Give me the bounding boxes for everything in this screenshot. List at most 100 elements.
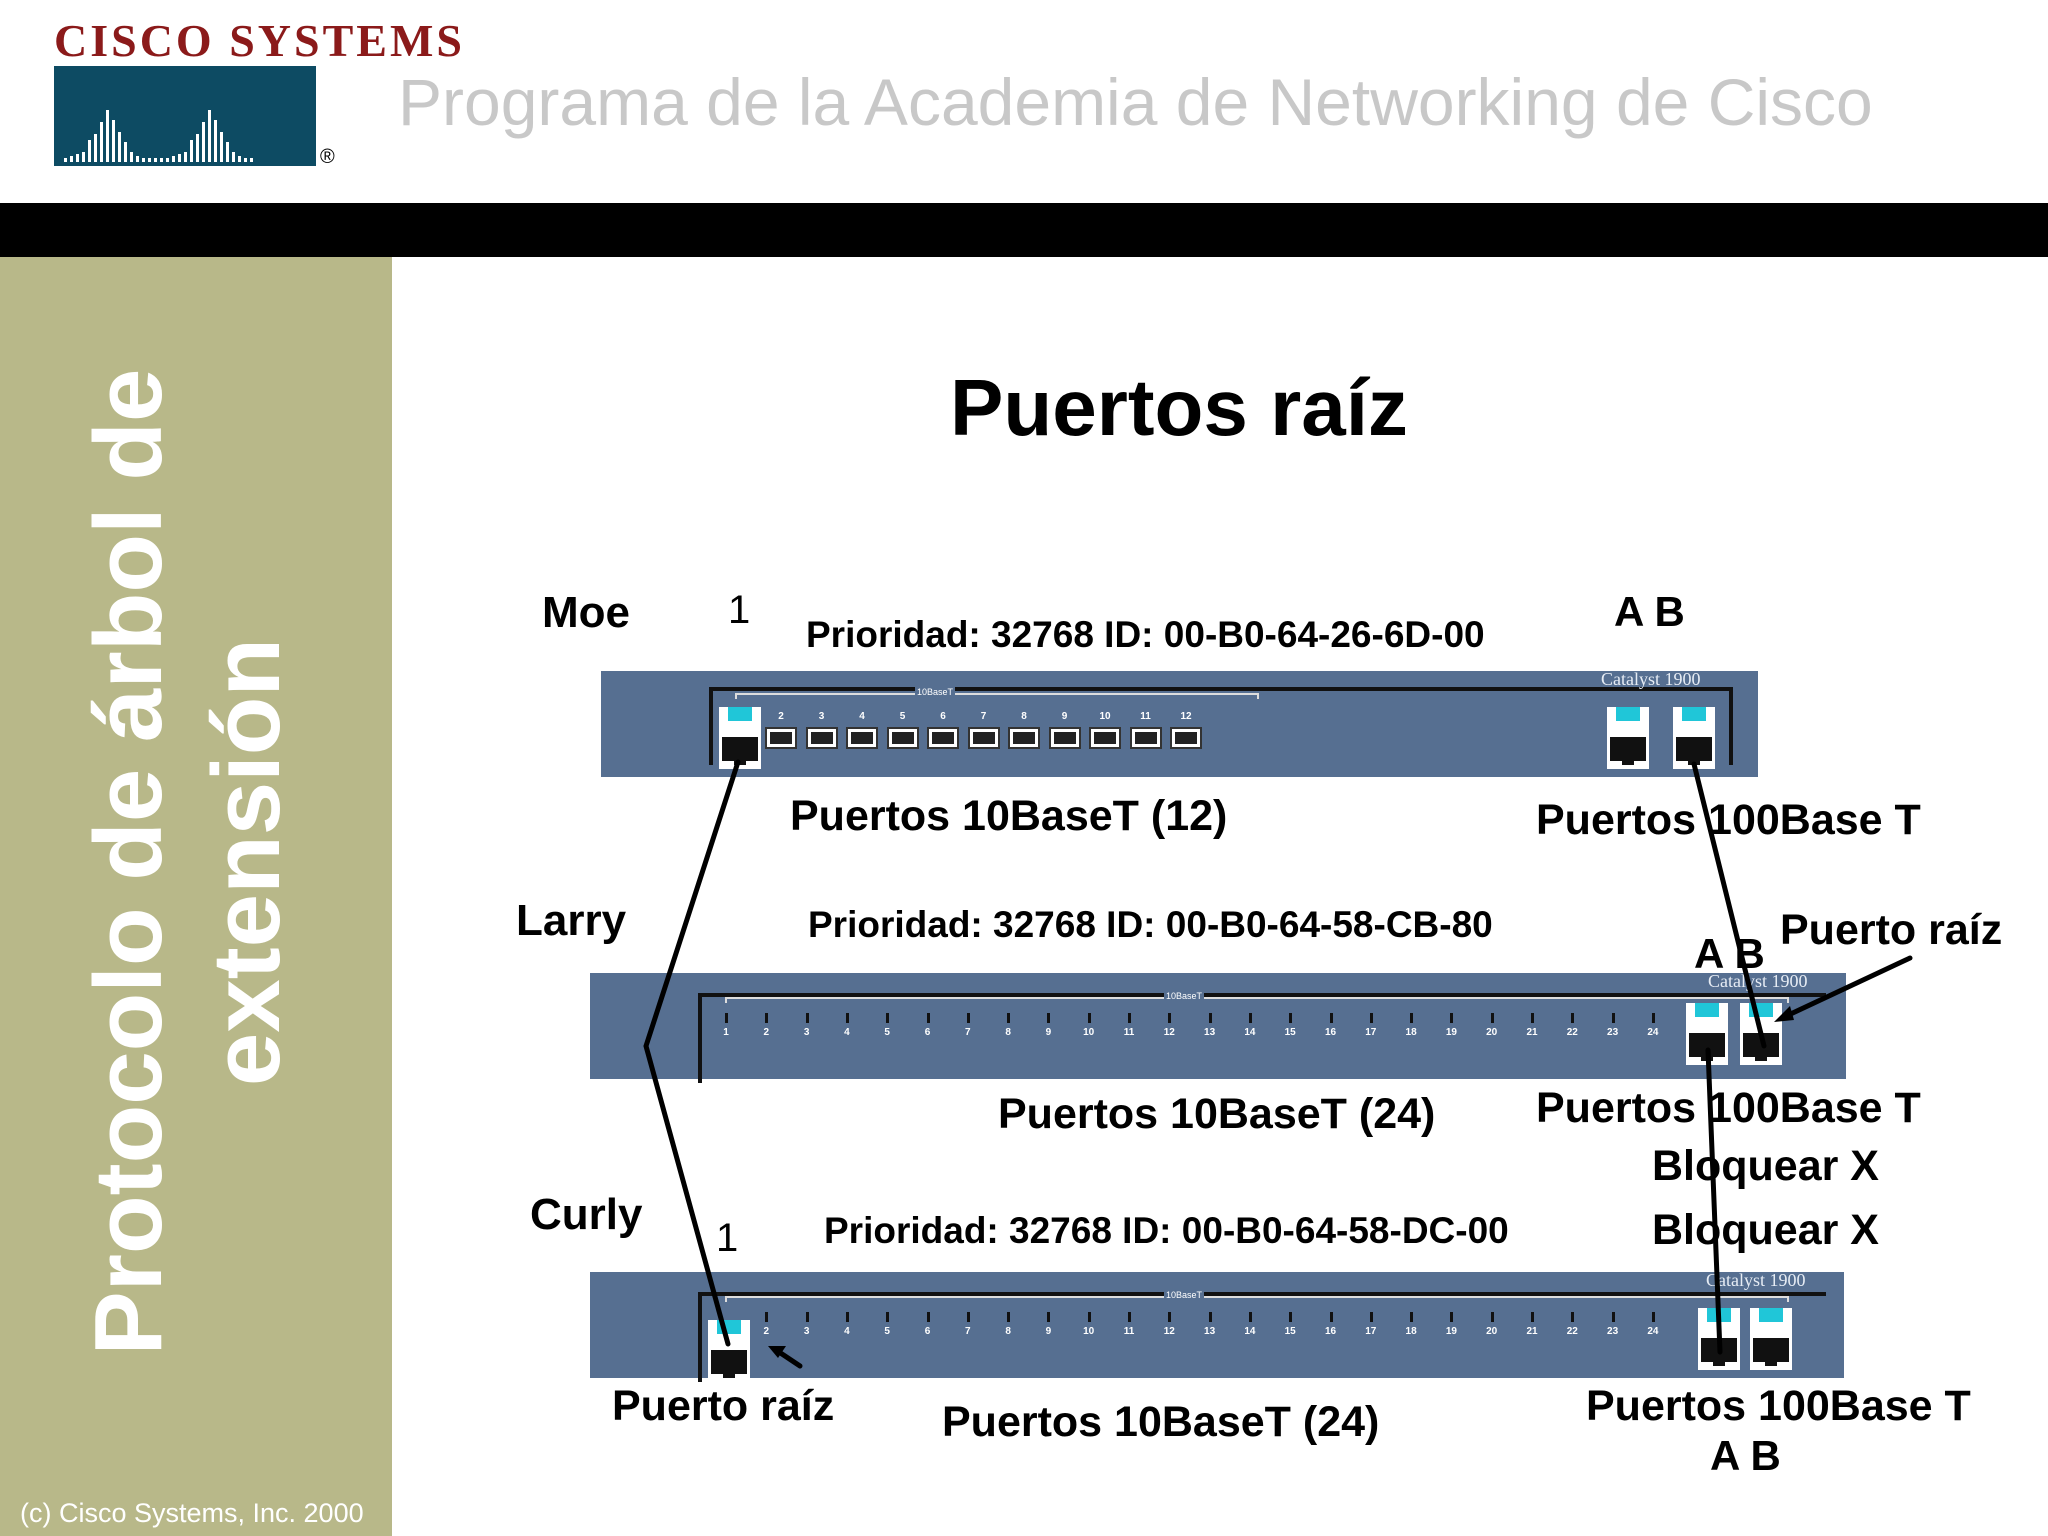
curly-port-tick-6 (926, 1312, 930, 1322)
curly-port-number-15: 15 (1284, 1326, 1296, 1337)
curly-port-tick-20 (1490, 1312, 1494, 1322)
moe-port-10 (1089, 727, 1121, 749)
moe-port-5 (886, 727, 919, 749)
moe-port-6 (927, 727, 959, 749)
sidebar-panel (0, 257, 392, 1536)
larry-port-number-10: 10 (1083, 1027, 1095, 1038)
curly-port-tick-14 (1248, 1312, 1252, 1322)
larry-port-tick-2 (765, 1013, 769, 1023)
curly-port-number-22: 22 (1566, 1326, 1578, 1337)
moe-port-a (1607, 707, 1649, 769)
curly-port-tick-3 (805, 1312, 809, 1322)
curly-port-tick-5 (886, 1312, 890, 1322)
larry-port-tick-5 (886, 1013, 890, 1023)
moe-port-number-2: 2 (778, 711, 784, 722)
larry-port-number-3: 3 (803, 1027, 810, 1038)
curly-port-tick-11 (1128, 1312, 1131, 1322)
larry-port-tick-9 (1047, 1013, 1051, 1023)
moe-port-number-5: 5 (899, 711, 906, 722)
larry-port-number-6: 6 (924, 1027, 931, 1038)
larry-port-tick-15 (1289, 1013, 1293, 1023)
moe-port-3 (805, 727, 838, 749)
larry-port-tick-17 (1369, 1013, 1373, 1023)
larry-port-b (1740, 1003, 1782, 1065)
moe-port-b (1673, 707, 1715, 769)
curly-port-number-19: 19 (1445, 1326, 1457, 1337)
moe-port-number-4: 4 (859, 711, 865, 722)
cable-moe-b-to-larry-b (1691, 761, 1767, 1049)
curly-port-tick-23 (1611, 1312, 1615, 1322)
larry-port-number-20: 20 (1486, 1027, 1498, 1038)
larry-port-number-17: 17 (1365, 1027, 1377, 1038)
moe-bezel (709, 687, 1733, 765)
larry-port-number-14: 14 (1244, 1027, 1256, 1038)
curly-port-tick-9 (1047, 1312, 1051, 1322)
curly-root-port-label: Puerto raíz (612, 1382, 835, 1430)
larry-port-tick-10 (1087, 1013, 1091, 1023)
curly-port-tick-16 (1329, 1312, 1333, 1322)
larry-port-number-22: 22 (1566, 1027, 1578, 1038)
curly-port-tick-21 (1531, 1312, 1534, 1322)
block-label-2: Bloquear X (1652, 1206, 1879, 1254)
curly-port-tick-12 (1168, 1312, 1172, 1322)
curly-port-tick-24 (1651, 1312, 1655, 1322)
cisco-logo-icon (54, 66, 316, 166)
curly-port-tick-7 (966, 1312, 970, 1322)
larry-port-number-2: 2 (763, 1027, 770, 1038)
curly-port-number-20: 20 (1486, 1326, 1498, 1337)
larry-10baset-bracket (725, 997, 1789, 1003)
moe-port-digit: 1 (728, 588, 751, 632)
larry-port-number-5: 5 (884, 1027, 890, 1038)
curly-port-number-2: 2 (763, 1326, 770, 1337)
larry-port-tick-22 (1571, 1013, 1575, 1023)
larry-port-number-11: 11 (1123, 1027, 1135, 1038)
curly-port-tick-10 (1087, 1312, 1091, 1322)
larry-root-port-label: Puerto raíz (1780, 906, 2003, 954)
larry-model-label: Catalyst 1900 (1708, 971, 1808, 991)
curly-band-label: 10BaseT (1164, 1290, 1205, 1300)
larry-port-number-16: 16 (1324, 1027, 1337, 1038)
curly-port-tick-18 (1410, 1312, 1414, 1322)
block-label-1: Bloquear X (1652, 1142, 1879, 1190)
larry-port-tick-4 (845, 1013, 849, 1023)
larry-port-tick-24 (1651, 1013, 1655, 1023)
larry-port-tick-23 (1611, 1013, 1615, 1023)
curly-port-1 (708, 1320, 750, 1382)
moe-uplink-label: A B (1614, 588, 1685, 635)
curly-port-number-12: 12 (1163, 1326, 1175, 1337)
curly-port-number-18: 18 (1405, 1326, 1417, 1337)
larry-port-number-1: 1 (723, 1027, 729, 1038)
larry-port-tick-12 (1168, 1013, 1172, 1023)
switch-name-moe: Moe (542, 588, 630, 637)
arrowhead-larry (1774, 1006, 1794, 1022)
curly-port-tick-8 (1007, 1312, 1011, 1322)
curly-port-number-4: 4 (844, 1326, 850, 1337)
larry-port-tick-3 (805, 1013, 809, 1023)
larry-port-tick-19 (1450, 1013, 1454, 1023)
curly-port-number-17: 17 (1365, 1326, 1377, 1337)
registered-mark: ® (320, 146, 335, 168)
arrowhead-curly (768, 1346, 786, 1358)
moe-port-number-7: 7 (980, 711, 987, 722)
curly-info: Prioridad: 32768 ID: 00-B0-64-58-DC-00 (824, 1210, 1509, 1251)
curly-port-number-7: 7 (965, 1326, 971, 1337)
larry-port-number-15: 15 (1284, 1027, 1296, 1038)
curly-port-number-24: 24 (1647, 1326, 1659, 1337)
curly-port-number-6: 6 (924, 1326, 931, 1337)
larry-port-number-23: 23 (1607, 1027, 1619, 1038)
larry-port-tick-21 (1531, 1013, 1534, 1023)
moe-port-number-8: 8 (1021, 711, 1027, 722)
header-title: Programa de la Academia de Networking de… (398, 65, 1873, 139)
moe-port-number-6: 6 (940, 711, 946, 722)
larry-port-tick-11 (1128, 1013, 1131, 1023)
curly-port-number-9: 9 (1045, 1326, 1052, 1337)
larry-port-tick-16 (1329, 1013, 1333, 1023)
curly-port-number-3: 3 (803, 1326, 810, 1337)
curly-port-b (1750, 1308, 1792, 1370)
larry-port-number-13: 13 (1204, 1027, 1216, 1038)
larry-port-tick-14 (1248, 1013, 1252, 1023)
larry-info: Prioridad: 32768 ID: 00-B0-64-58-CB-80 (808, 904, 1493, 945)
